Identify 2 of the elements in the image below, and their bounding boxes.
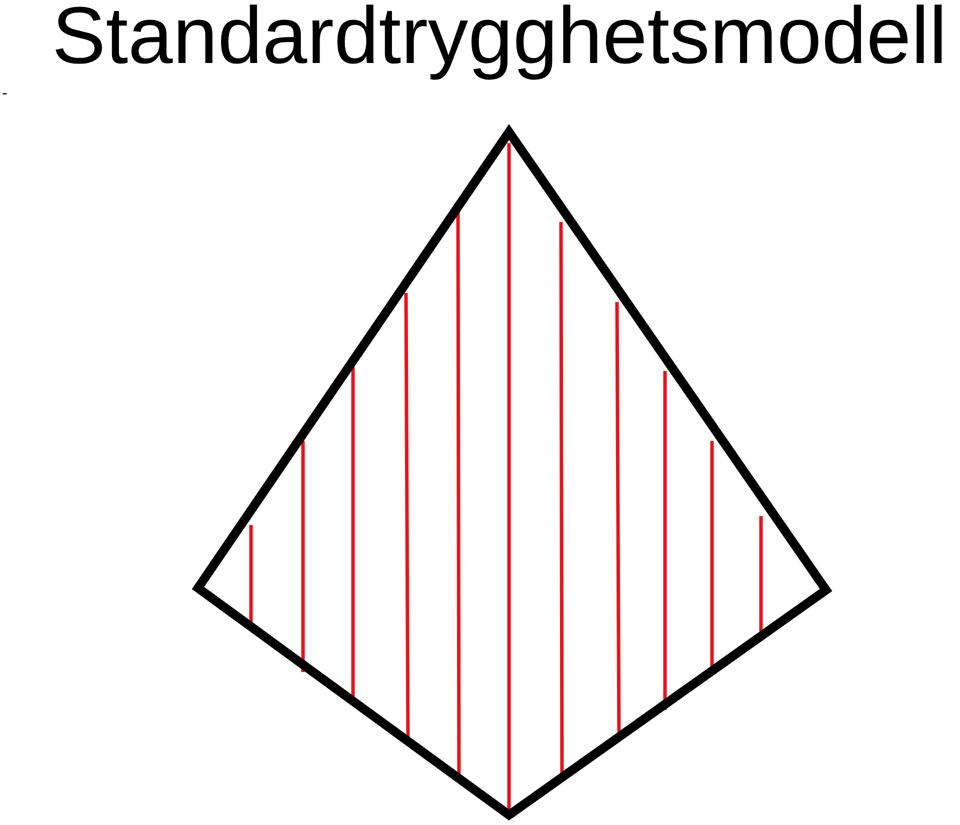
dash-mark: - [2,85,8,103]
title: Standardtrygghetsmodell [52,0,948,83]
